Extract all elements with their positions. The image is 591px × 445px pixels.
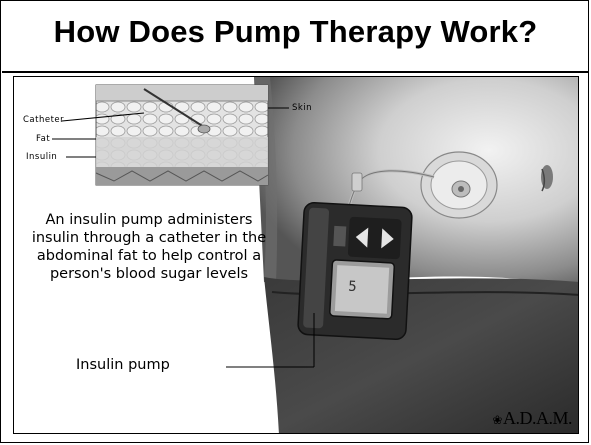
adam-logo: ❀A.D.A.M. (492, 408, 572, 429)
catheter-label: Catheter (23, 115, 64, 125)
pump-description: An insulin pump administers insulin thro… (24, 211, 274, 283)
svg-text:5: 5 (348, 279, 357, 295)
skin-label: Skin (292, 103, 312, 113)
infusion-set (421, 152, 497, 218)
navel (541, 165, 553, 189)
fat-label: Fat (36, 134, 50, 144)
insulin-label: Insulin (26, 152, 57, 162)
slide-title: How Does Pump Therapy Work? (0, 14, 591, 50)
illustration-panel: 5 Catheter Fat Insulin Skin An insulin p… (13, 76, 579, 434)
adam-logo-mark: ❀ (492, 413, 502, 427)
insulin-pump: 5 (298, 202, 413, 339)
insulin-pump-label: Insulin pump (76, 357, 170, 373)
adam-logo-text: A.D.A.M. (503, 408, 572, 428)
title-divider (2, 71, 589, 73)
skin-cross-section (96, 85, 268, 185)
